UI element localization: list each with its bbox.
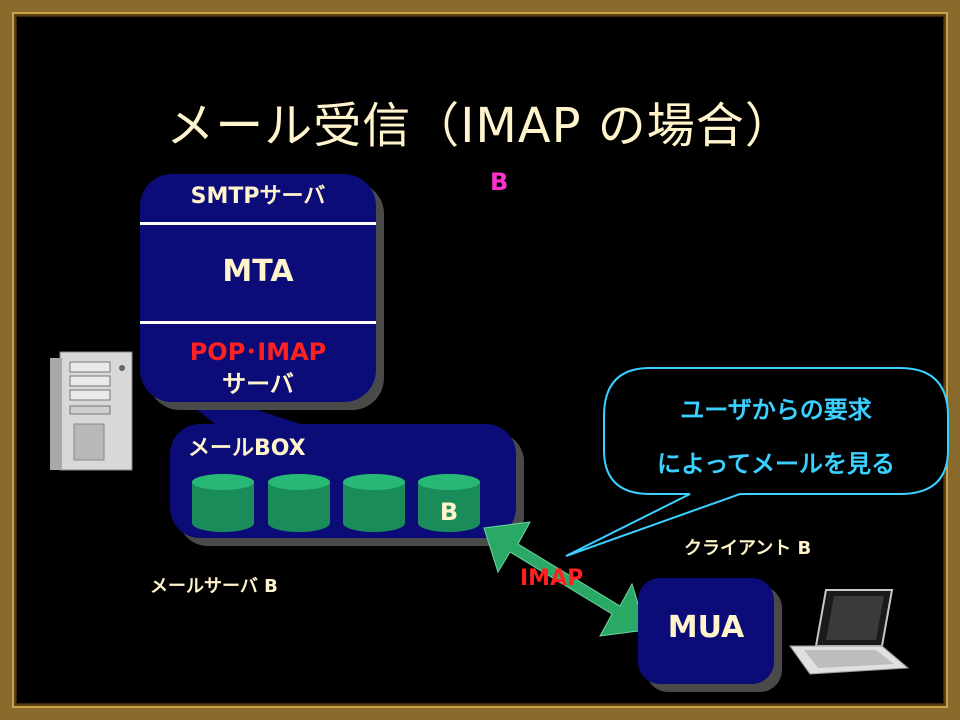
pop-imap-server-label: サーバ xyxy=(222,370,294,398)
mua-label: MUA xyxy=(667,610,745,645)
mailbox-cylinder xyxy=(192,474,254,532)
server-mailbox-connector xyxy=(150,372,300,424)
mailbox-cylinder xyxy=(343,474,405,532)
bubble-text-line1: ユーザからの要求 xyxy=(680,396,872,424)
speech-bubble-icon xyxy=(565,367,949,557)
pop-imap-label: POP･IMAP xyxy=(189,338,327,366)
smtp-server-label: SMTPサーバ xyxy=(190,184,326,209)
server-divider-top xyxy=(140,222,376,225)
mailbox-user-b-label: B xyxy=(439,498,459,526)
mail-server-block xyxy=(140,174,376,402)
imap-protocol-label: IMAP xyxy=(520,566,584,591)
bubble-text-line2: によってメールを見る xyxy=(656,450,896,478)
client-caption: クライアント B xyxy=(684,538,812,559)
mta-label: MTA xyxy=(222,254,294,289)
mailbox-label: メールBOX xyxy=(188,436,306,461)
slide-title: メール受信（IMAP の場合） xyxy=(166,98,794,154)
mail-server-caption: メールサーバ B xyxy=(150,576,278,597)
mua-block xyxy=(638,578,774,684)
mailbox-cylinder-b xyxy=(418,474,480,532)
mailbox-cylinder xyxy=(268,474,330,532)
top-marker-b: B xyxy=(490,168,509,196)
server-divider-bottom xyxy=(140,321,376,324)
